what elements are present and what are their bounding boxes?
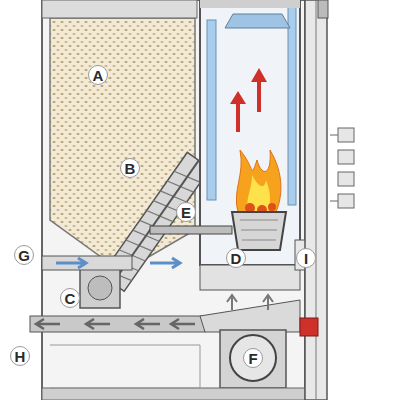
callout-letter: H: [10, 346, 30, 366]
callout-letter: D: [226, 248, 246, 268]
callout-letter: I: [296, 248, 316, 268]
callout-letter: C: [60, 288, 80, 308]
callout-letter: B: [120, 158, 140, 178]
callout-letter: E: [176, 202, 196, 222]
callout-letter: A: [88, 65, 108, 85]
callout-letter: G: [14, 245, 34, 265]
callout-letter: F: [243, 348, 263, 368]
